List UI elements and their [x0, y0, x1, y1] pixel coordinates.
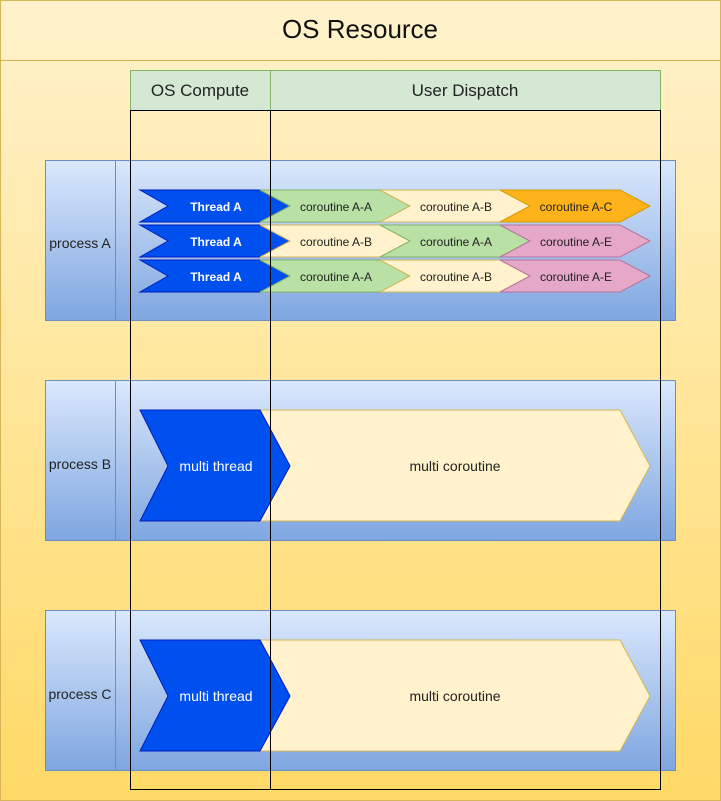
coroutine-label: coroutine A-A	[420, 235, 492, 249]
coroutine-label: coroutine A-B	[420, 270, 492, 284]
thread-row: Thread A coroutine A-A coroutine A-B cor…	[138, 259, 652, 293]
multi-coroutine-label: multi coroutine	[409, 458, 500, 474]
coroutine-label: coroutine A-E	[540, 270, 612, 284]
multi-thread-label: multi thread	[179, 688, 252, 704]
multi-thread-label: multi thread	[179, 458, 252, 474]
coroutine-label: coroutine A-B	[420, 200, 492, 214]
thread-label: Thread A	[190, 235, 242, 249]
os-compute-label: OS Compute	[151, 81, 249, 100]
process-c-flow: multi thread multi coroutine	[139, 639, 651, 752]
user-dispatch-column-frame	[270, 110, 661, 790]
process-a-rows: Thread A coroutine A-A coroutine A-B cor…	[138, 189, 652, 293]
coroutine-arrow	[499, 259, 652, 293]
thread-label: Thread A	[190, 270, 242, 284]
diagram-title: OS Resource	[282, 14, 438, 44]
process-a-label: process A	[49, 235, 111, 251]
user-dispatch-label: User Dispatch	[412, 81, 519, 100]
coroutine-label: coroutine A-E	[540, 235, 612, 249]
thread-row: Thread A coroutine A-B coroutine A-A cor…	[138, 224, 652, 258]
os-compute-header	[130, 70, 271, 111]
thread-label: Thread A	[190, 200, 242, 214]
multi-thread-arrow	[139, 409, 291, 522]
process-b-label: process B	[49, 456, 111, 472]
coroutine-label: coroutine A-A	[300, 200, 372, 214]
coroutine-label: coroutine A-B	[300, 235, 372, 249]
process-c-label: process C	[48, 686, 111, 702]
coroutine-label: coroutine A-A	[300, 270, 372, 284]
coroutine-arrow	[499, 224, 652, 258]
multi-coroutine-label: multi coroutine	[409, 688, 500, 704]
coroutine-arrow	[499, 189, 652, 223]
thread-row: Thread A coroutine A-A coroutine A-B cor…	[138, 189, 652, 223]
multi-thread-arrow	[139, 639, 291, 752]
coroutine-label: coroutine A-C	[540, 200, 613, 214]
process-b-flow: multi thread multi coroutine	[139, 409, 651, 522]
